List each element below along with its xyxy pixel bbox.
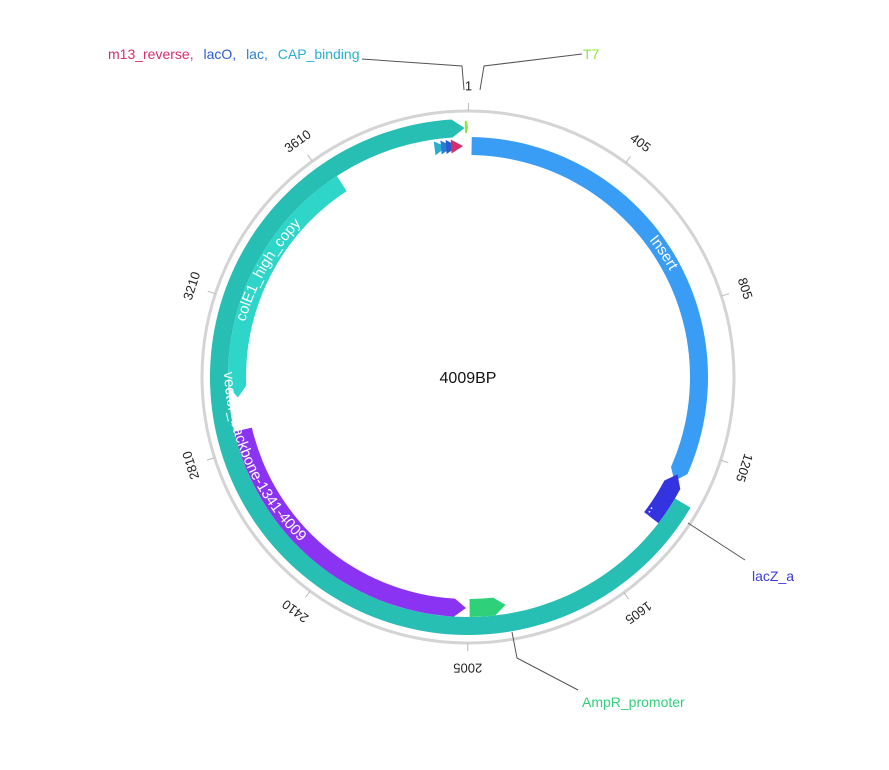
tick-label: 405	[627, 130, 653, 155]
small-feature-markers	[433, 139, 464, 156]
feature-insert[interactable]	[471, 137, 708, 481]
feature-ampR-promoter[interactable]	[469, 597, 506, 617]
ampr-promoter-label: AmpR_promoter	[582, 694, 685, 710]
tick-mark	[206, 457, 215, 461]
tick-label: 2005	[453, 661, 482, 676]
feature-tracks	[210, 119, 708, 635]
leader-lines	[361, 53, 746, 691]
t7-label: T7	[583, 46, 600, 62]
lacz-a-label: lacZ_a	[752, 568, 794, 584]
lac-label: lac,	[246, 46, 268, 62]
ampR-promoter-inner-label: ...	[486, 583, 496, 597]
laco-label: lacO,	[203, 46, 236, 62]
marker-cap-binding[interactable]	[433, 140, 448, 156]
backbone-circle	[200, 109, 736, 645]
feature-t7[interactable]	[464, 121, 468, 134]
tick-label: 3210	[180, 270, 203, 302]
marker-m13-reverse[interactable]	[450, 139, 464, 154]
tick-label: 2410	[279, 597, 311, 626]
tick-mark	[207, 290, 216, 295]
tick-label: 2810	[179, 449, 202, 481]
tick-mark	[625, 156, 631, 164]
feature-lacZ-a[interactable]	[644, 474, 681, 524]
tick-mark	[307, 154, 313, 162]
cap-binding-label: CAP_binding	[278, 46, 360, 62]
leader-line-t7	[479, 53, 583, 91]
tick-label: 805	[735, 276, 756, 301]
plasmid-length-label: 4009BP	[440, 370, 497, 387]
tick-mark	[721, 293, 730, 297]
tick-mark	[623, 592, 629, 600]
tick-label: 1605	[622, 598, 654, 627]
leader-line-lacz	[687, 522, 746, 561]
tick-label: 1205	[733, 452, 756, 484]
tick-mark	[304, 590, 311, 598]
feature-colE1[interactable]	[228, 176, 347, 398]
leader-line-ampr-promoter	[511, 631, 579, 691]
leader-line-top-group	[361, 58, 465, 91]
m13-reverse-label: m13_reverse,	[108, 46, 194, 62]
tick-label: 3610	[282, 126, 314, 155]
feature-ampR[interactable]	[234, 427, 467, 617]
external-label-group-top: m13_reverse, lacO, lac, CAP_binding	[108, 46, 359, 62]
tick-label: 1	[465, 78, 472, 93]
tick-mark	[720, 459, 729, 464]
